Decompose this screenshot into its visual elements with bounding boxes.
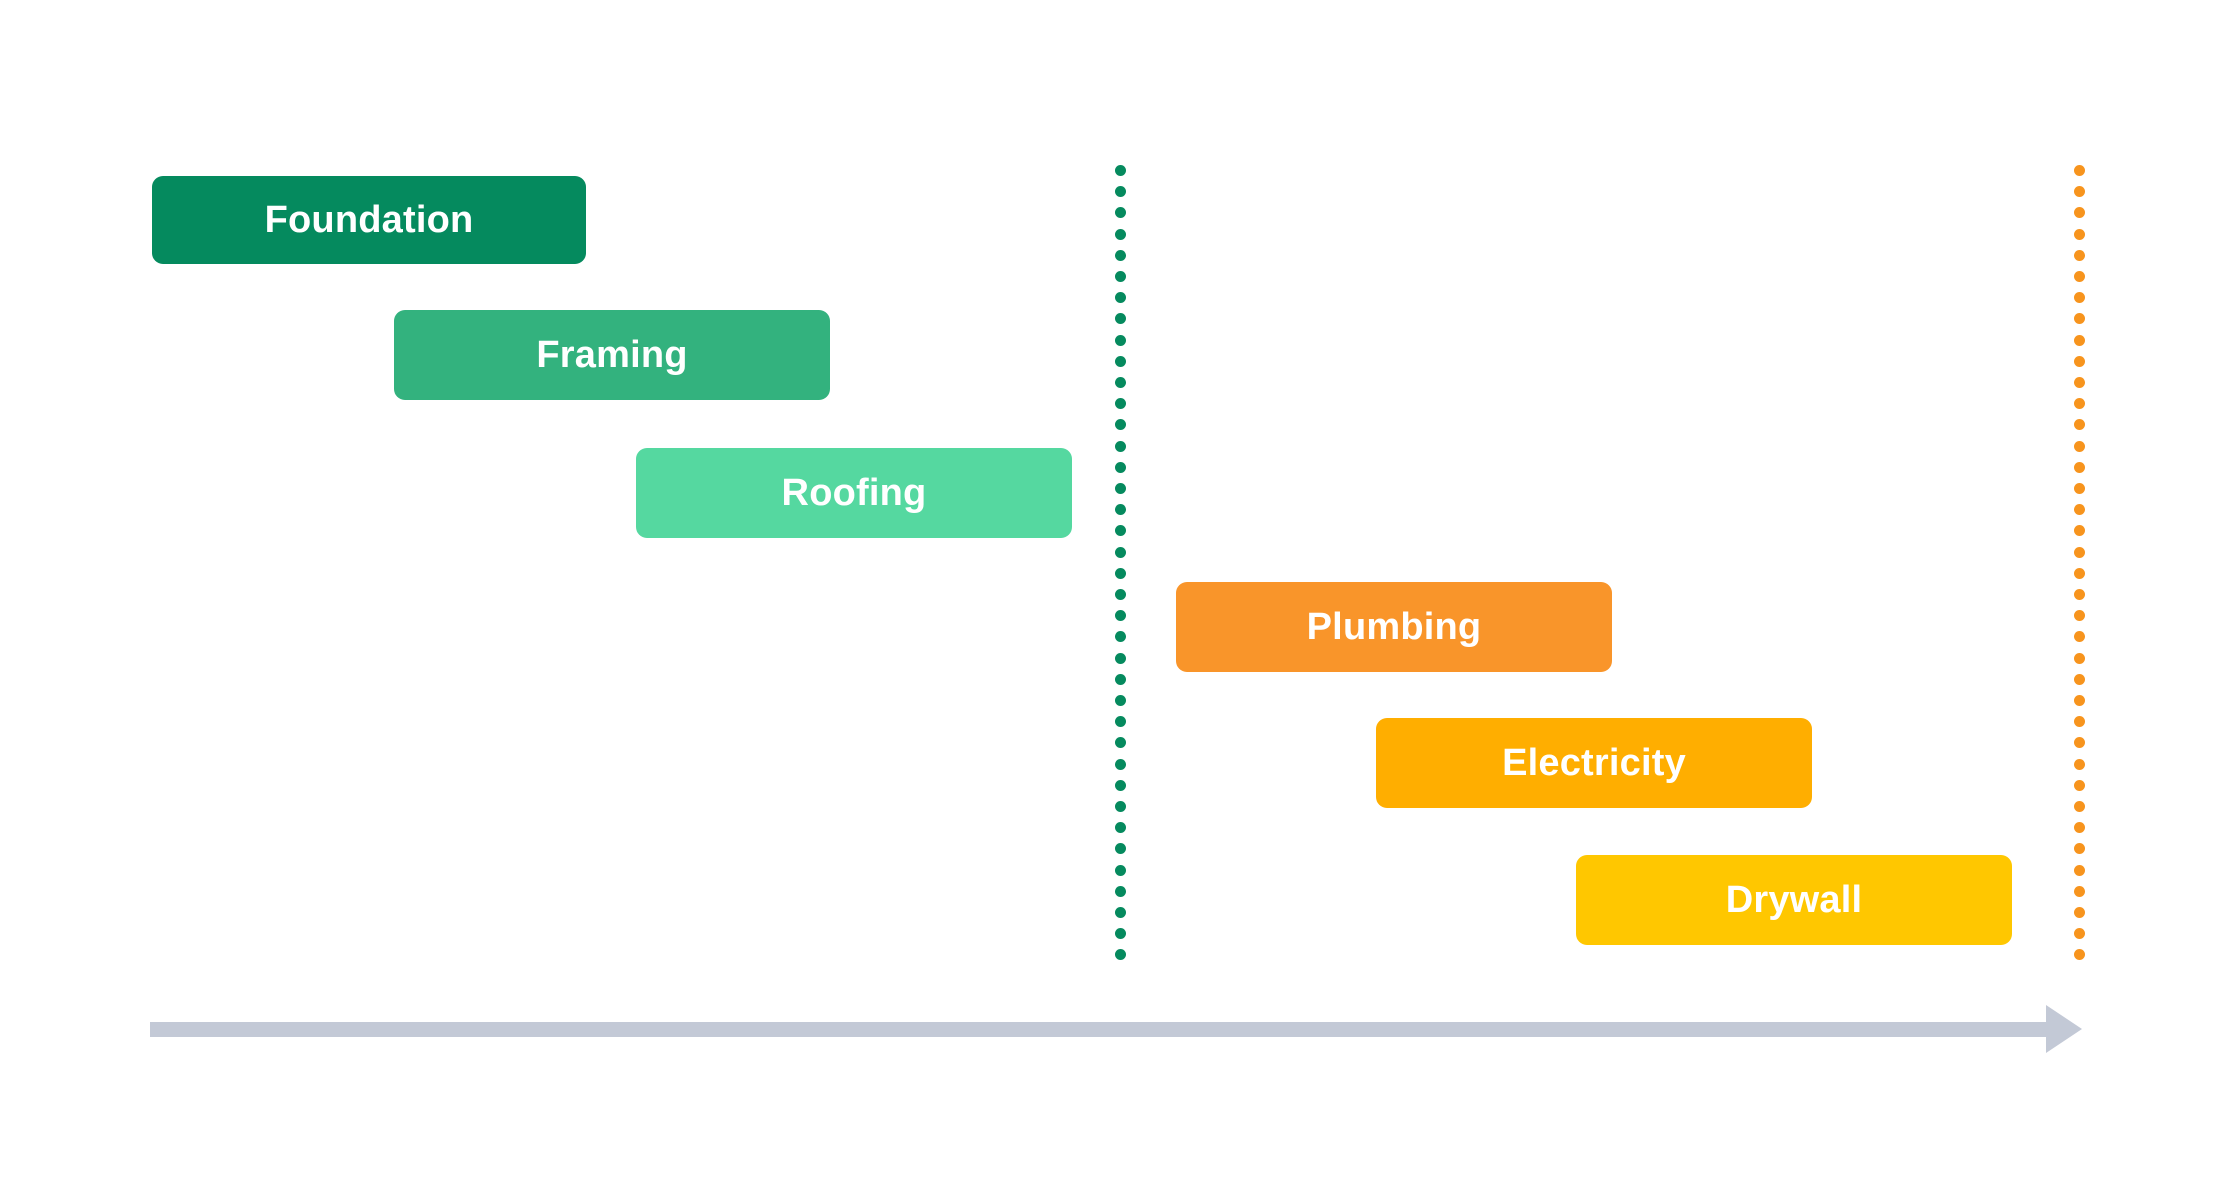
milestone-dot-icon xyxy=(1115,928,1126,940)
milestone-dot-icon xyxy=(1115,631,1126,643)
milestone-dot-icon xyxy=(2074,313,2085,325)
milestone-dot-icon xyxy=(2074,546,2085,558)
milestone-dot-icon xyxy=(1115,483,1126,494)
gantt-bar-plumbing[interactable]: Plumbing xyxy=(1176,582,1612,672)
milestone-dot-icon xyxy=(2074,207,2085,219)
milestone-dot-icon xyxy=(1115,313,1126,325)
milestone-dot-icon xyxy=(2074,610,2085,622)
milestone-dot-icon xyxy=(1115,885,1126,897)
time-axis-arrow xyxy=(150,1005,2082,1053)
milestone-dot-icon xyxy=(2074,779,2085,791)
milestone-dot-icon xyxy=(1115,758,1126,770)
milestone-dot-icon xyxy=(1115,737,1126,749)
milestone-dot-icon xyxy=(2074,758,2085,770)
milestone-dot-icon xyxy=(2074,504,2085,516)
milestone-dot-icon xyxy=(2074,631,2085,643)
gantt-bar-foundation[interactable]: Foundation xyxy=(152,176,586,264)
milestone-dot-icon xyxy=(1115,165,1126,176)
milestone-line-project-complete xyxy=(2074,165,2085,961)
milestone-dot-icon xyxy=(2074,801,2085,812)
milestone-dot-icon xyxy=(1115,207,1126,219)
milestone-dot-icon xyxy=(2074,907,2085,918)
milestone-dot-icon xyxy=(2074,249,2085,261)
milestone-dot-icon xyxy=(1115,334,1126,346)
milestone-dot-icon xyxy=(1115,461,1126,473)
milestone-dot-icon xyxy=(2074,165,2085,176)
milestone-dot-icon xyxy=(2074,822,2085,834)
time-axis-line xyxy=(150,1022,2046,1037)
gantt-bar-label: Foundation xyxy=(264,199,474,241)
milestone-dot-icon xyxy=(2074,716,2085,728)
milestone-dot-icon xyxy=(2074,377,2085,388)
milestone-dot-icon xyxy=(1115,249,1126,261)
milestone-dot-icon xyxy=(1115,695,1126,706)
milestone-dot-icon xyxy=(1115,589,1126,600)
milestone-dot-icon xyxy=(1115,779,1126,791)
milestone-dot-icon xyxy=(1115,652,1126,664)
milestone-dot-icon xyxy=(1115,822,1126,834)
milestone-dot-icon xyxy=(1115,228,1126,240)
milestone-dot-icon xyxy=(1115,567,1126,579)
milestone-dot-icon xyxy=(2074,695,2085,706)
milestone-dot-icon xyxy=(2074,483,2085,494)
milestone-dot-icon xyxy=(2074,440,2085,452)
milestone-line-structure-complete xyxy=(1115,165,1126,961)
milestone-dot-icon xyxy=(2074,652,2085,664)
milestone-dot-icon xyxy=(2074,589,2085,600)
milestone-dot-icon xyxy=(1115,377,1126,388)
milestone-dot-icon xyxy=(2074,885,2085,897)
milestone-dot-icon xyxy=(1115,949,1126,961)
milestone-dot-icon xyxy=(1115,673,1126,685)
milestone-dot-icon xyxy=(2074,864,2085,876)
milestone-dot-icon xyxy=(2074,843,2085,855)
gantt-bar-drywall[interactable]: Drywall xyxy=(1576,855,2012,945)
milestone-dot-icon xyxy=(1115,864,1126,876)
milestone-dot-icon xyxy=(2074,228,2085,240)
milestone-dot-icon xyxy=(1115,186,1126,198)
milestone-dot-icon xyxy=(1115,716,1126,728)
milestone-dot-icon xyxy=(2074,271,2085,282)
milestone-dot-icon xyxy=(2074,949,2085,961)
milestone-dot-icon xyxy=(2074,292,2085,304)
milestone-dot-icon xyxy=(2074,186,2085,198)
milestone-dot-icon xyxy=(1115,271,1126,282)
gantt-bar-label: Drywall xyxy=(1725,879,1863,921)
milestone-dot-icon xyxy=(1115,419,1126,431)
time-axis-arrowhead-icon xyxy=(2046,1005,2082,1053)
milestone-dot-icon xyxy=(2074,419,2085,431)
milestone-dot-icon xyxy=(2074,737,2085,749)
milestone-dot-icon xyxy=(1115,504,1126,516)
milestone-dot-icon xyxy=(2074,567,2085,579)
milestone-dot-icon xyxy=(1115,907,1126,918)
milestone-dot-icon xyxy=(1115,546,1126,558)
milestone-dot-icon xyxy=(1115,525,1126,537)
milestone-dot-icon xyxy=(1115,355,1126,367)
gantt-bar-label: Roofing xyxy=(781,472,927,514)
milestone-dot-icon xyxy=(2074,525,2085,537)
milestone-dot-icon xyxy=(2074,928,2085,940)
milestone-dot-icon xyxy=(1115,398,1126,410)
gantt-bar-roofing[interactable]: Roofing xyxy=(636,448,1072,538)
milestone-dot-icon xyxy=(1115,440,1126,452)
milestone-dot-icon xyxy=(2074,355,2085,367)
milestone-dot-icon xyxy=(2074,673,2085,685)
milestone-dot-icon xyxy=(2074,334,2085,346)
milestone-dot-icon xyxy=(2074,461,2085,473)
milestone-dot-icon xyxy=(1115,292,1126,304)
gantt-bar-label: Plumbing xyxy=(1306,606,1482,648)
gantt-bar-framing[interactable]: Framing xyxy=(394,310,830,400)
milestone-dot-icon xyxy=(1115,843,1126,855)
gantt-bar-label: Framing xyxy=(536,334,688,376)
milestone-dot-icon xyxy=(1115,610,1126,622)
gantt-bar-label: Electricity xyxy=(1502,742,1686,784)
milestone-dot-icon xyxy=(2074,398,2085,410)
milestone-dot-icon xyxy=(1115,801,1126,812)
gantt-bar-electricity[interactable]: Electricity xyxy=(1376,718,1812,808)
